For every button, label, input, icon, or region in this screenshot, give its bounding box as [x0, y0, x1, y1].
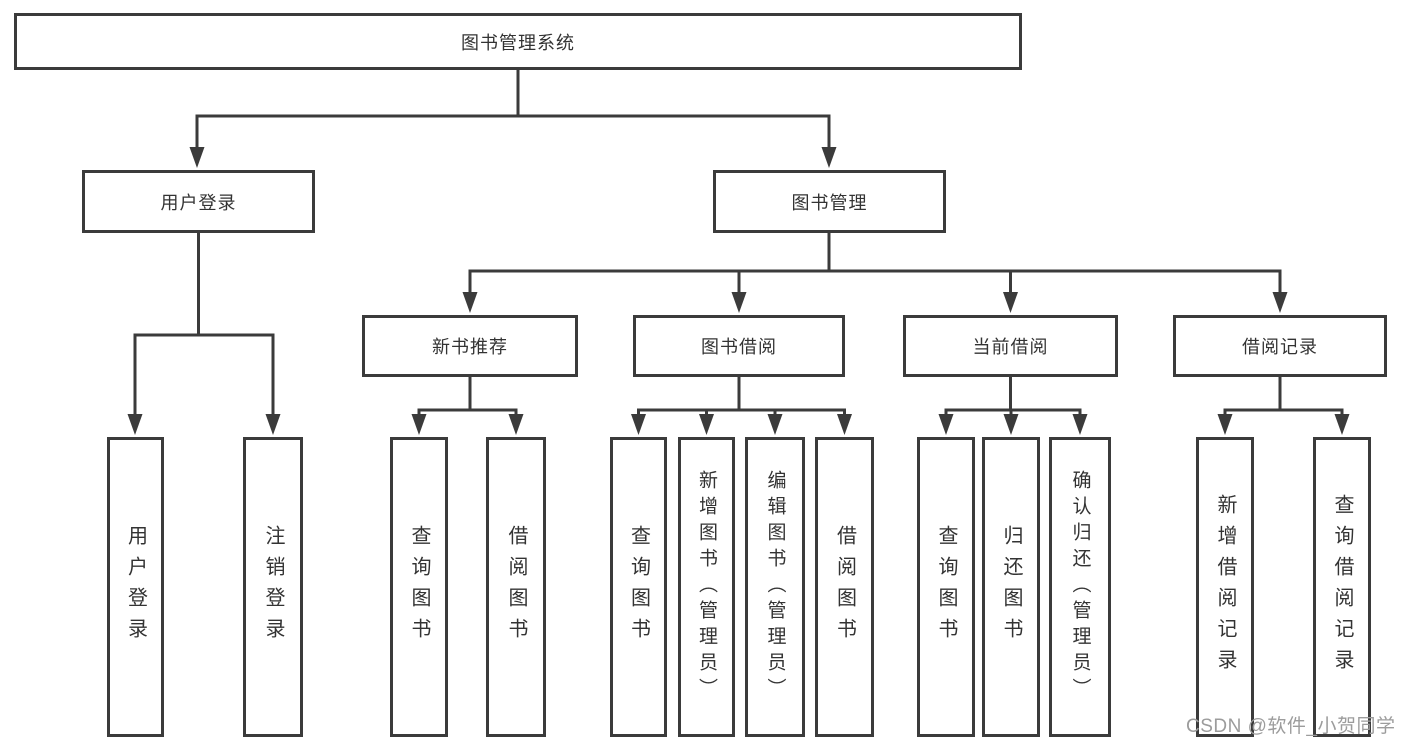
leaf-logout: 注销登录: [243, 437, 303, 737]
leaf-logout-label: 注销登录: [262, 525, 284, 649]
leaf-edit-book-admin: 编辑图书（管理员）: [745, 437, 805, 737]
edge-borrowrecords-branch: [1223, 408, 1344, 419]
leaf-query-books-current: 查询图书: [917, 437, 975, 737]
leaf-borrow-books: 借阅图书: [815, 437, 874, 737]
edge-bookborrow-branch: [637, 408, 846, 419]
leaf-query-books-borrow: 查询图书: [610, 437, 667, 737]
arrowhead: [699, 414, 714, 435]
node-root-label: 图书管理系统: [461, 32, 575, 53]
node-book-borrow: 图书借阅: [633, 315, 845, 377]
arrowhead: [1334, 414, 1350, 435]
edge-level1-branch: [195, 114, 831, 149]
leaf-add-borrow-record-label: 新增借阅记录: [1214, 494, 1236, 680]
leaf-borrow-books-label: 借阅图书: [833, 525, 856, 649]
arrowhead: [189, 147, 205, 168]
node-new-book-recommend: 新书推荐: [362, 315, 578, 377]
leaf-query-books-recommend-label: 查询图书: [408, 525, 430, 649]
arrowhead: [767, 414, 783, 435]
leaf-add-book-admin-label: 新增图书（管理员）: [696, 470, 717, 704]
leaf-query-books-recommend: 查询图书: [390, 437, 448, 737]
arrowhead: [837, 414, 852, 435]
arrowhead: [1003, 414, 1019, 435]
node-current-borrow: 当前借阅: [903, 315, 1118, 377]
leaf-confirm-return-admin-label: 确认归还（管理员）: [1069, 470, 1091, 704]
edge-newbook-branch: [417, 408, 518, 419]
arrowhead: [1272, 292, 1288, 313]
arrowhead: [411, 414, 427, 435]
leaf-borrow-books-recommend-label: 借阅图书: [505, 525, 527, 649]
leaf-borrow-books-recommend: 借阅图书: [486, 437, 546, 737]
edge-level2-branch: [468, 269, 1282, 296]
leaf-query-books-borrow-label: 查询图书: [627, 525, 650, 649]
node-borrow-records: 借阅记录: [1173, 315, 1387, 377]
arrowhead: [1072, 414, 1088, 435]
arrowhead: [508, 414, 524, 435]
leaf-query-borrow-record: 查询借阅记录: [1313, 437, 1371, 737]
node-current-borrow-label: 当前借阅: [972, 337, 1049, 357]
node-new-book-recommend-label: 新书推荐: [432, 337, 508, 357]
leaf-query-borrow-record-label: 查询借阅记录: [1331, 494, 1353, 680]
leaf-edit-book-admin-label: 编辑图书（管理员）: [764, 470, 786, 704]
node-user-login: 用户登录: [82, 170, 315, 233]
arrowhead: [127, 414, 143, 435]
arrowhead: [938, 414, 954, 435]
arrowhead: [462, 292, 478, 313]
node-book-borrow-label: 图书借阅: [701, 337, 777, 357]
arrowhead: [631, 414, 646, 435]
node-borrow-records-label: 借阅记录: [1242, 337, 1318, 357]
leaf-user-login: 用户登录: [107, 437, 164, 737]
leaf-add-borrow-record: 新增借阅记录: [1196, 437, 1254, 737]
node-root: 图书管理系统: [14, 13, 1022, 70]
edge-userlogin-branch: [133, 333, 275, 418]
csdn-watermark: CSDN @软件_小贺同学: [1186, 716, 1396, 737]
leaf-query-books-current-label: 查询图书: [935, 525, 957, 649]
leaf-user-login-label: 用户登录: [124, 525, 147, 649]
leaf-return-books-label: 归还图书: [1000, 525, 1022, 649]
arrowhead: [1003, 292, 1018, 313]
arrowhead: [821, 147, 837, 168]
node-book-management: 图书管理: [713, 170, 946, 233]
leaf-confirm-return-admin: 确认归还（管理员）: [1049, 437, 1111, 737]
leaf-return-books: 归还图书: [982, 437, 1040, 737]
leaf-add-book-admin: 新增图书（管理员）: [678, 437, 735, 737]
arrowhead: [731, 292, 747, 313]
node-user-login-label: 用户登录: [160, 192, 237, 213]
arrowhead: [1217, 414, 1233, 435]
arrowhead: [265, 414, 281, 435]
node-book-management-label: 图书管理: [791, 192, 868, 213]
